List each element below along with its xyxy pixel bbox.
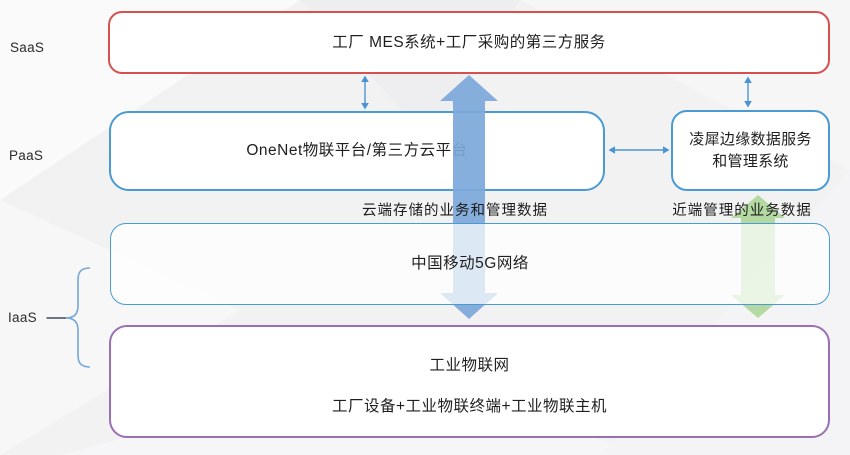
mes-onenet-connector-arrow	[361, 75, 369, 110]
onenet-lingxi-connector-arrow	[608, 146, 670, 154]
tier-label-saas: SaaS	[10, 40, 45, 55]
lingxi-edge-service-box-line2: 和管理系统	[712, 152, 789, 170]
tier-label-paas: PaaS	[9, 148, 44, 163]
mes-system-box: 工厂 MES系统+工厂采购的第三方服务	[108, 11, 830, 74]
onenet-platform-box-label: OneNet物联平台/第三方云平台	[246, 142, 468, 159]
china-mobile-5g-box-label: 中国移动5G网络	[411, 255, 529, 272]
lingxi-edge-service-box: 凌犀边缘数据服务 和管理系统	[671, 110, 830, 191]
arrow-down-icon	[361, 103, 369, 110]
industrial-iot-box: 工业物联网 工厂设备+工业物联终端+工业物联主机	[109, 325, 830, 438]
cloud-data-label: 云端存储的业务和管理数据	[362, 203, 548, 219]
industrial-iot-box-detail: 工厂设备+工业物联终端+工业物联主机	[331, 398, 608, 415]
arrow-down-icon	[744, 101, 752, 108]
industrial-iot-box-title: 工业物联网	[429, 357, 510, 374]
arrow-up-icon	[744, 76, 752, 83]
lingxi-edge-service-box-line1: 凌犀边缘数据服务	[689, 130, 812, 148]
mes-system-box-label: 工厂 MES系统+工厂采购的第三方服务	[332, 33, 606, 51]
arrow-right-icon	[663, 146, 670, 154]
mes-lingxi-connector-arrow	[744, 76, 752, 108]
arrow-left-icon	[608, 146, 615, 154]
arrow-up-icon	[361, 75, 369, 82]
onenet-platform-box: OneNet物联平台/第三方云平台	[109, 111, 605, 191]
edge-data-label: 近端管理的业务数据	[672, 203, 812, 219]
tier-label-iaas: IaaS	[8, 310, 37, 325]
china-mobile-5g-box: 中国移动5G网络	[110, 223, 830, 305]
iaas-grouping-brace	[65, 267, 91, 368]
